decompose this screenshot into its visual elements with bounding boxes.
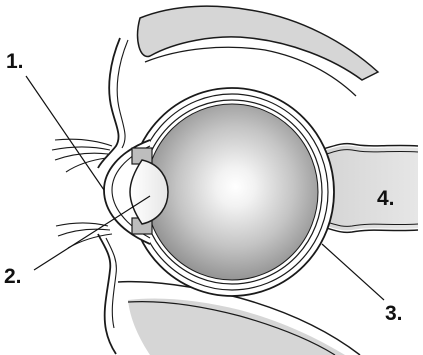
eyeball-interior	[146, 104, 318, 280]
leader-line-3	[322, 244, 384, 300]
label-2: 2.	[4, 266, 22, 287]
label-4: 4.	[377, 188, 395, 209]
eyelashes	[52, 139, 112, 248]
leader-line-1	[26, 76, 104, 190]
label-3: 3.	[385, 303, 403, 324]
label-1: 1.	[6, 51, 24, 72]
lower-orbit-bone	[128, 298, 345, 355]
upper-orbit-bone	[138, 6, 378, 80]
